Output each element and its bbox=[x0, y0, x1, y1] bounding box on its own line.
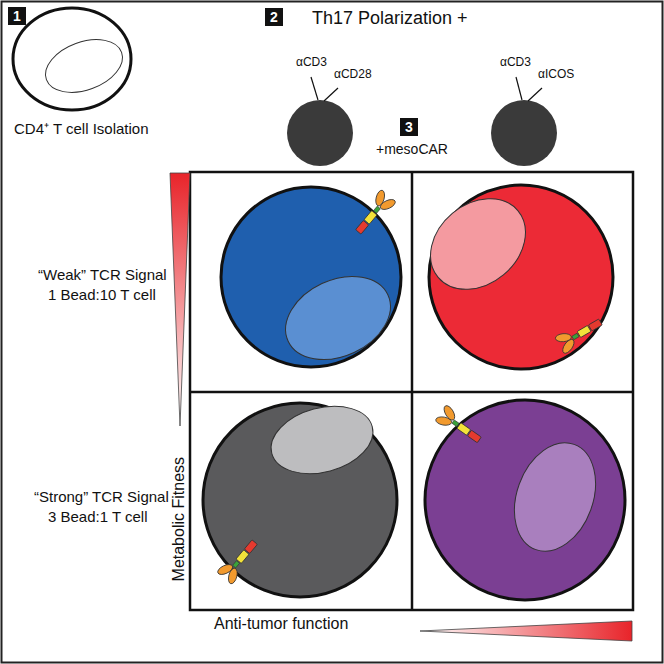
axis-label: Anti-tumor function bbox=[214, 615, 348, 633]
step-number-box: 1 bbox=[8, 7, 26, 25]
step-caption: Th17 Polarization + bbox=[312, 8, 468, 29]
antibody-label: αICOS bbox=[538, 68, 574, 82]
axis-label: Metabolic Fitness bbox=[170, 457, 188, 582]
step-caption: CD4⁺ T cell Isolation bbox=[14, 120, 149, 137]
step-caption: +mesoCAR bbox=[376, 141, 448, 157]
step-number: 1 bbox=[13, 8, 21, 24]
step-number: 2 bbox=[270, 9, 278, 25]
antibody-label: αCD3 bbox=[500, 56, 531, 70]
step-number: 3 bbox=[405, 119, 413, 135]
antibody-label: αCD3 bbox=[296, 56, 327, 70]
step-number-box: 3 bbox=[400, 118, 418, 136]
antibody-label: αCD28 bbox=[334, 68, 372, 82]
row-label: 1 Bead:10 T cell bbox=[48, 286, 156, 303]
row-label: 3 Bead:1 T cell bbox=[48, 508, 148, 525]
row-label: “Weak” TCR Signal bbox=[38, 266, 167, 283]
step-number-box: 2 bbox=[265, 8, 283, 26]
row-label: “Strong” TCR Signal bbox=[34, 488, 169, 505]
